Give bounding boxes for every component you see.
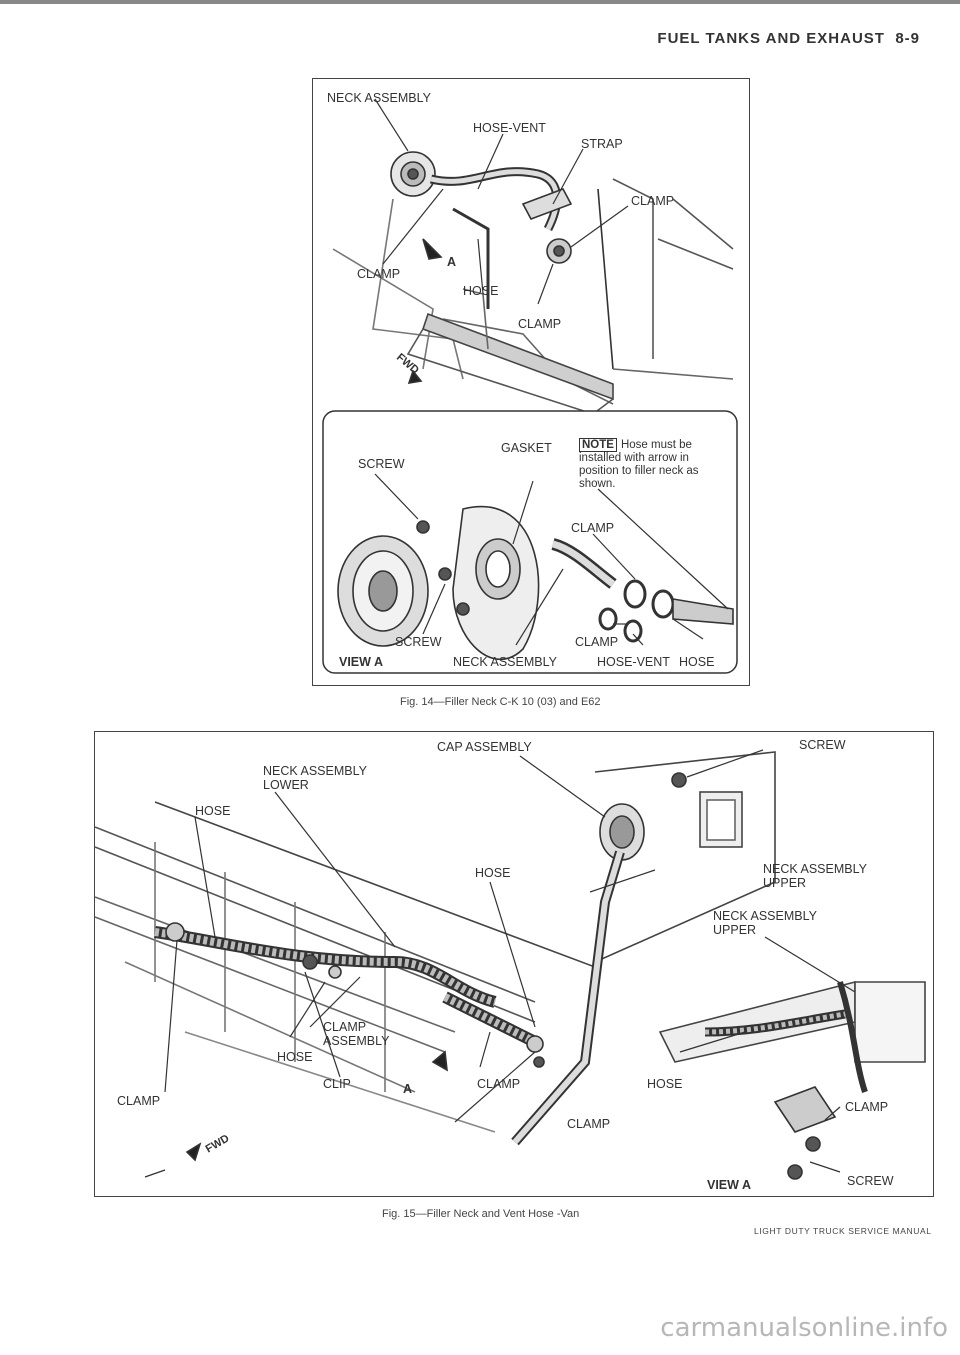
label-hose-low: HOSE [277,1050,313,1064]
label-arrow-a: A [403,1082,413,1096]
figure-15: CAP ASSEMBLY SCREW NECK ASSEMBLY LOWER H… [94,731,934,1197]
label-clamp-bottom: CLAMP [567,1117,611,1131]
label-screw-top: SCREW [799,738,846,752]
note-text: Hose must be installed with arrow in pos… [579,439,699,490]
inset-label-screw-bottom: SCREW [395,635,442,649]
page-header: FUEL TANKS AND EXHAUST 8-9 [0,30,920,47]
note-tag: NOTE [579,438,617,452]
inset-label-gasket: GASKET [501,441,552,455]
figure-15-caption: Fig. 15—Filler Neck and Vent Hose -Van [382,1208,580,1220]
label-clamp-left: CLAMP [117,1094,161,1108]
label-neck-assembly-upper-2: NECK ASSEMBLY UPPER [713,909,817,937]
label-hose-right: HOSE [647,1077,683,1091]
inset-label-screw-top: SCREW [358,457,405,471]
label-clamp-assembly: CLAMP ASSEMBLY [323,1020,390,1048]
label-clamp-right: CLAMP [845,1100,889,1114]
label-cap-assembly: CAP ASSEMBLY [437,740,532,754]
figure-14-drawing [322,98,738,674]
watermark: carmanualsonline.info [660,1313,948,1343]
top-rule [0,0,960,4]
label-hose-left: HOSE [195,804,231,818]
label-hose-mid: HOSE [475,866,511,880]
figure-14-caption: Fig. 14—Filler Neck C-K 10 (03) and E62 [400,696,601,708]
inset-label-hose: HOSE [679,655,715,669]
label-neck-assembly-lower: NECK ASSEMBLY LOWER [263,764,367,792]
inset-view-a: VIEW A [339,655,383,669]
view-a-label: VIEW A [707,1178,751,1192]
label-screw-bottom: SCREW [847,1174,894,1188]
label-hose-vent: HOSE-VENT [473,121,546,135]
inset-label-clamp-bottom: CLAMP [575,635,619,649]
inset-label-clamp-top: CLAMP [571,521,615,535]
label-neck-assembly-upper-1: NECK ASSEMBLY UPPER [763,862,867,890]
figure-15-drawing [95,749,926,1180]
inset-label-neck-assembly: NECK ASSEMBLY [453,655,557,669]
label-clamp-bottom: CLAMP [518,317,562,331]
label-strap: STRAP [581,137,623,151]
figure-14: NECK ASSEMBLY HOSE-VENT STRAP CLAMP CLAM… [312,78,750,686]
footer-manual-title: LIGHT DUTY TRUCK SERVICE MANUAL [754,1226,932,1236]
inset-label-hose-vent: HOSE-VENT [597,655,670,669]
label-arrow-a: A [447,255,457,269]
label-clamp-left: CLAMP [357,267,401,281]
label-clamp-mid: CLAMP [477,1077,521,1091]
header-title: FUEL TANKS AND EXHAUST [657,30,885,47]
label-clamp-right: CLAMP [631,194,675,208]
label-neck-assembly: NECK ASSEMBLY [327,91,431,105]
label-clip: CLIP [323,1077,351,1091]
label-hose: HOSE [463,284,499,298]
page-number: 8-9 [895,30,920,47]
